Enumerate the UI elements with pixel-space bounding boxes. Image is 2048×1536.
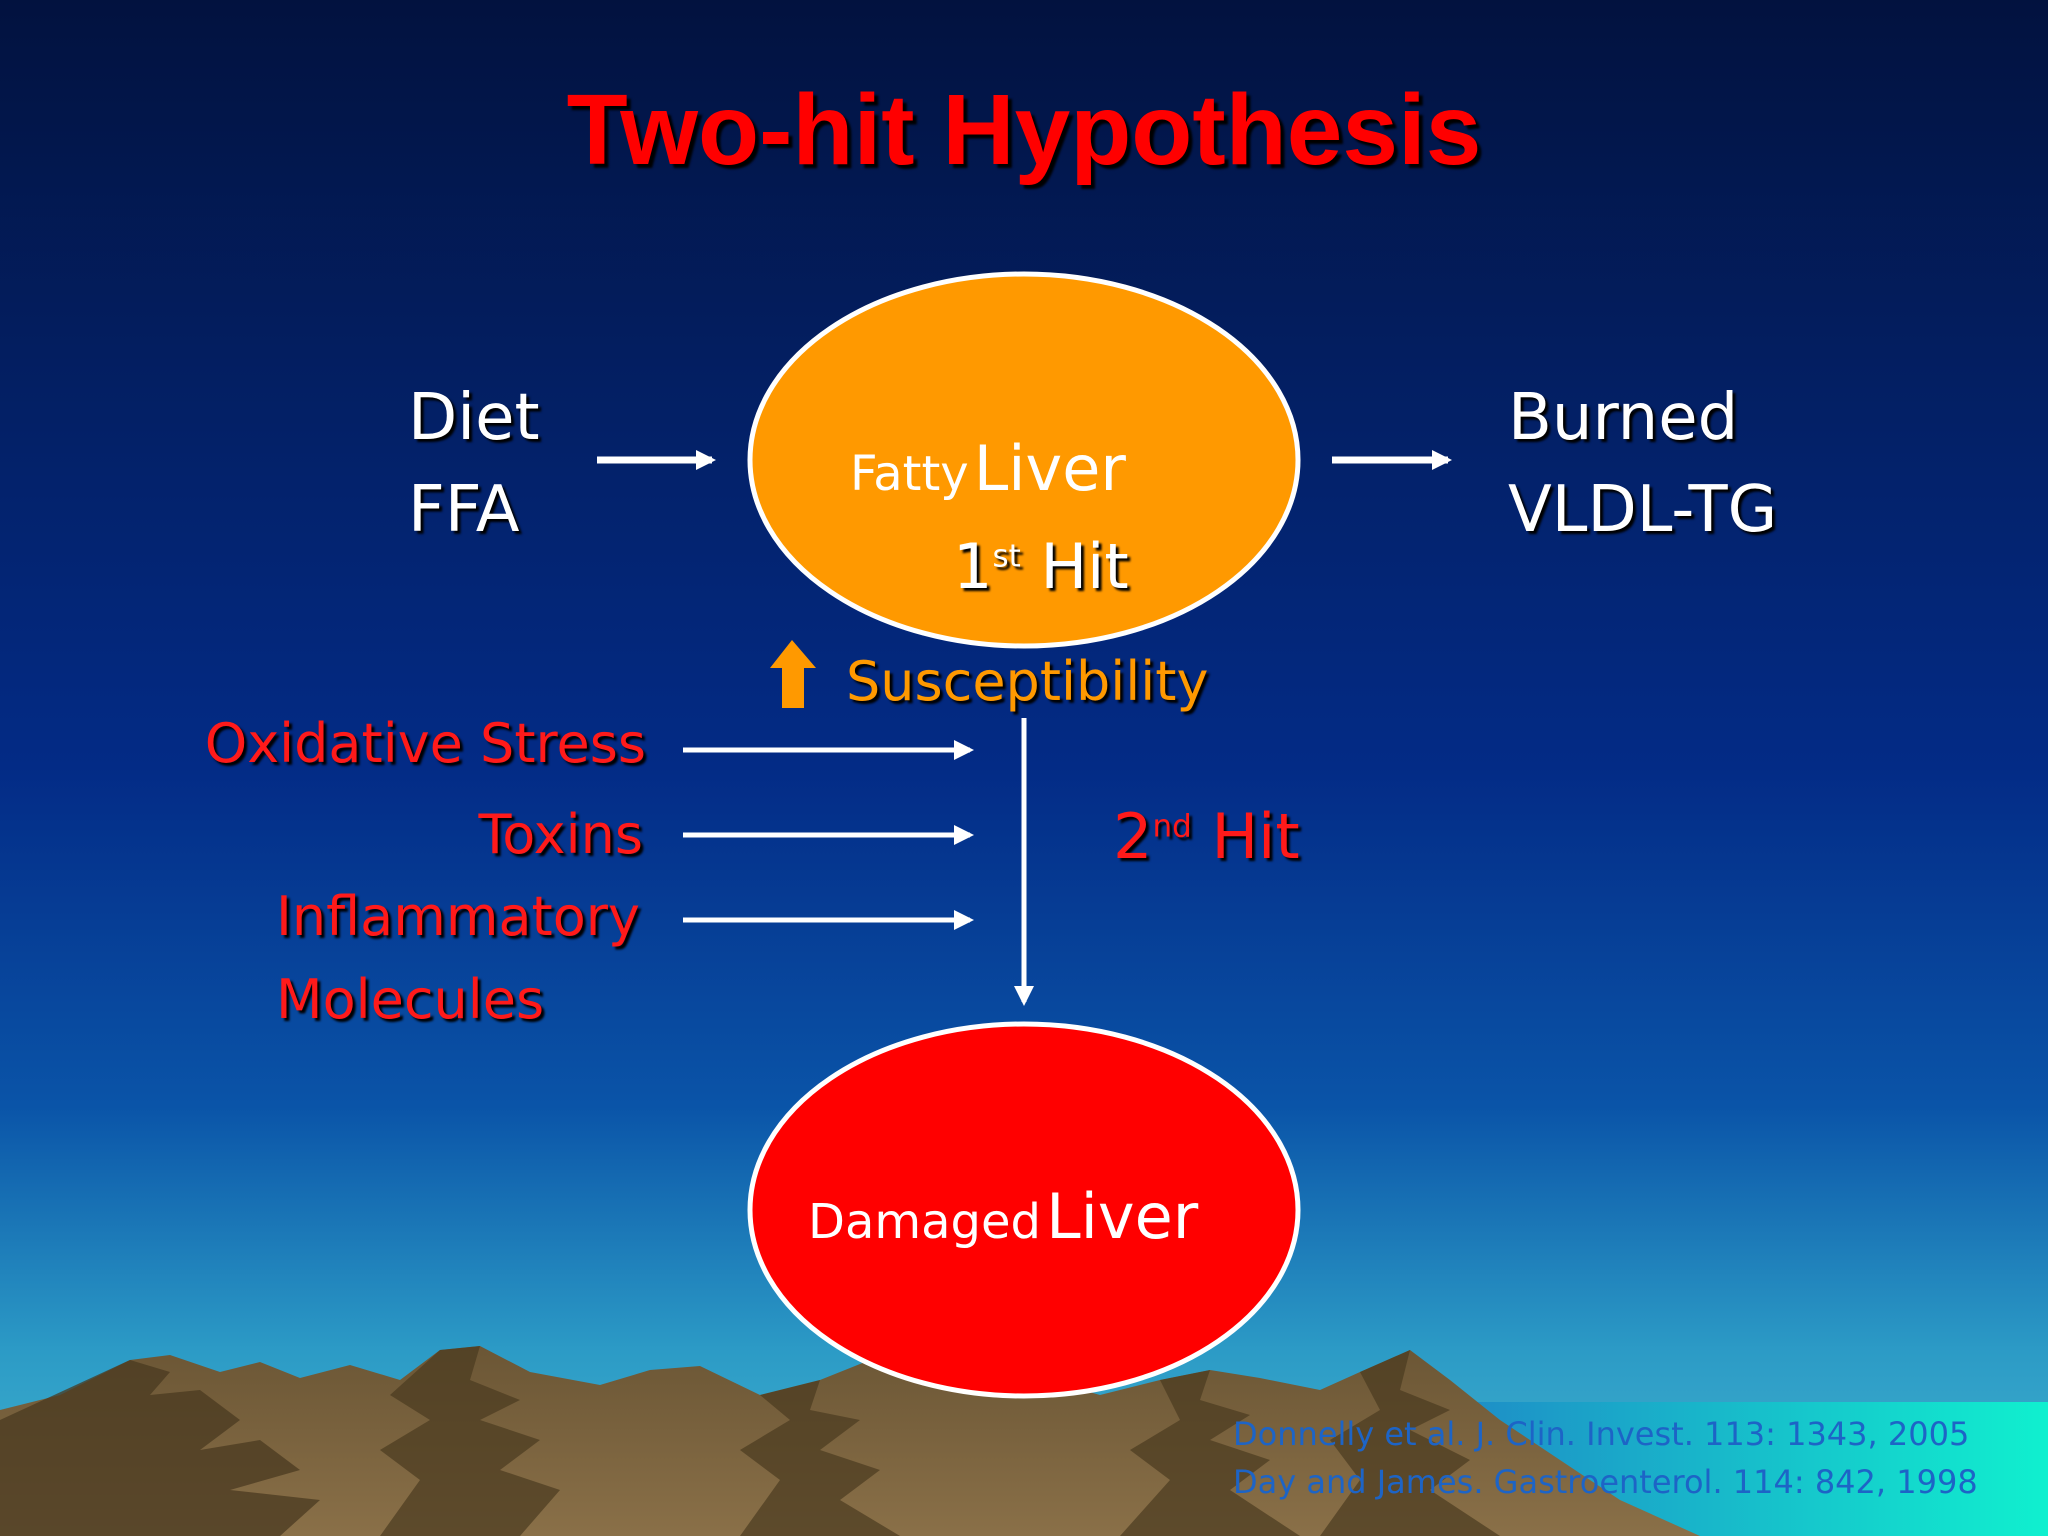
output-vldl: VLDL-TG (1508, 473, 1778, 547)
factor-inflammatory: Inflammatory (276, 885, 640, 948)
first-hit-suffix: st (992, 538, 1021, 575)
susceptibility-label: Susceptibility (846, 650, 1209, 713)
fatty-liver-ellipse (747, 271, 1301, 649)
inputs-label: Diet FFA (408, 372, 540, 556)
fatty-liver-label: Fatty Liver (850, 432, 1126, 505)
factor-molecules: Molecules (276, 968, 545, 1031)
factor-toxins: Toxins (478, 803, 643, 866)
output-burned: Burned (1508, 381, 1739, 455)
input-ffa: FFA (408, 473, 520, 547)
first-hit-word: Hit (1040, 530, 1129, 603)
citation-1: Donnelly et al. J. Clin. Invest. 113: 13… (1233, 1415, 1970, 1453)
mountain-range (0, 1346, 1700, 1536)
citation-2: Day and James. Gastroenterol. 114: 842, … (1233, 1463, 1978, 1501)
damaged-liver-ellipse (747, 1021, 1301, 1399)
second-hit-label: 2nd Hit (1113, 800, 1300, 873)
fatty-liver-prefix: Fatty (850, 446, 969, 502)
damaged-liver-main: Liver (1046, 1180, 1199, 1253)
second-hit-number: 2 (1113, 800, 1153, 873)
outputs-label: Burned VLDL-TG (1508, 372, 1777, 556)
first-hit-number: 1 (953, 530, 993, 603)
damaged-liver-label: Damaged Liver (808, 1180, 1198, 1253)
first-hit-label: 1st Hit (953, 530, 1129, 603)
damaged-liver-prefix: Damaged (808, 1194, 1042, 1250)
second-hit-suffix: nd (1152, 808, 1192, 845)
factor-oxidative-stress: Oxidative Stress (204, 712, 646, 775)
input-diet: Diet (408, 381, 540, 455)
fatty-liver-main: Liver (973, 432, 1126, 505)
second-hit-word: Hit (1211, 800, 1300, 873)
page-title: Two-hit Hypothesis (566, 74, 1482, 186)
citations: Donnelly et al. J. Clin. Invest. 113: 13… (1233, 1410, 1978, 1506)
up-arrow-icon (770, 640, 816, 708)
